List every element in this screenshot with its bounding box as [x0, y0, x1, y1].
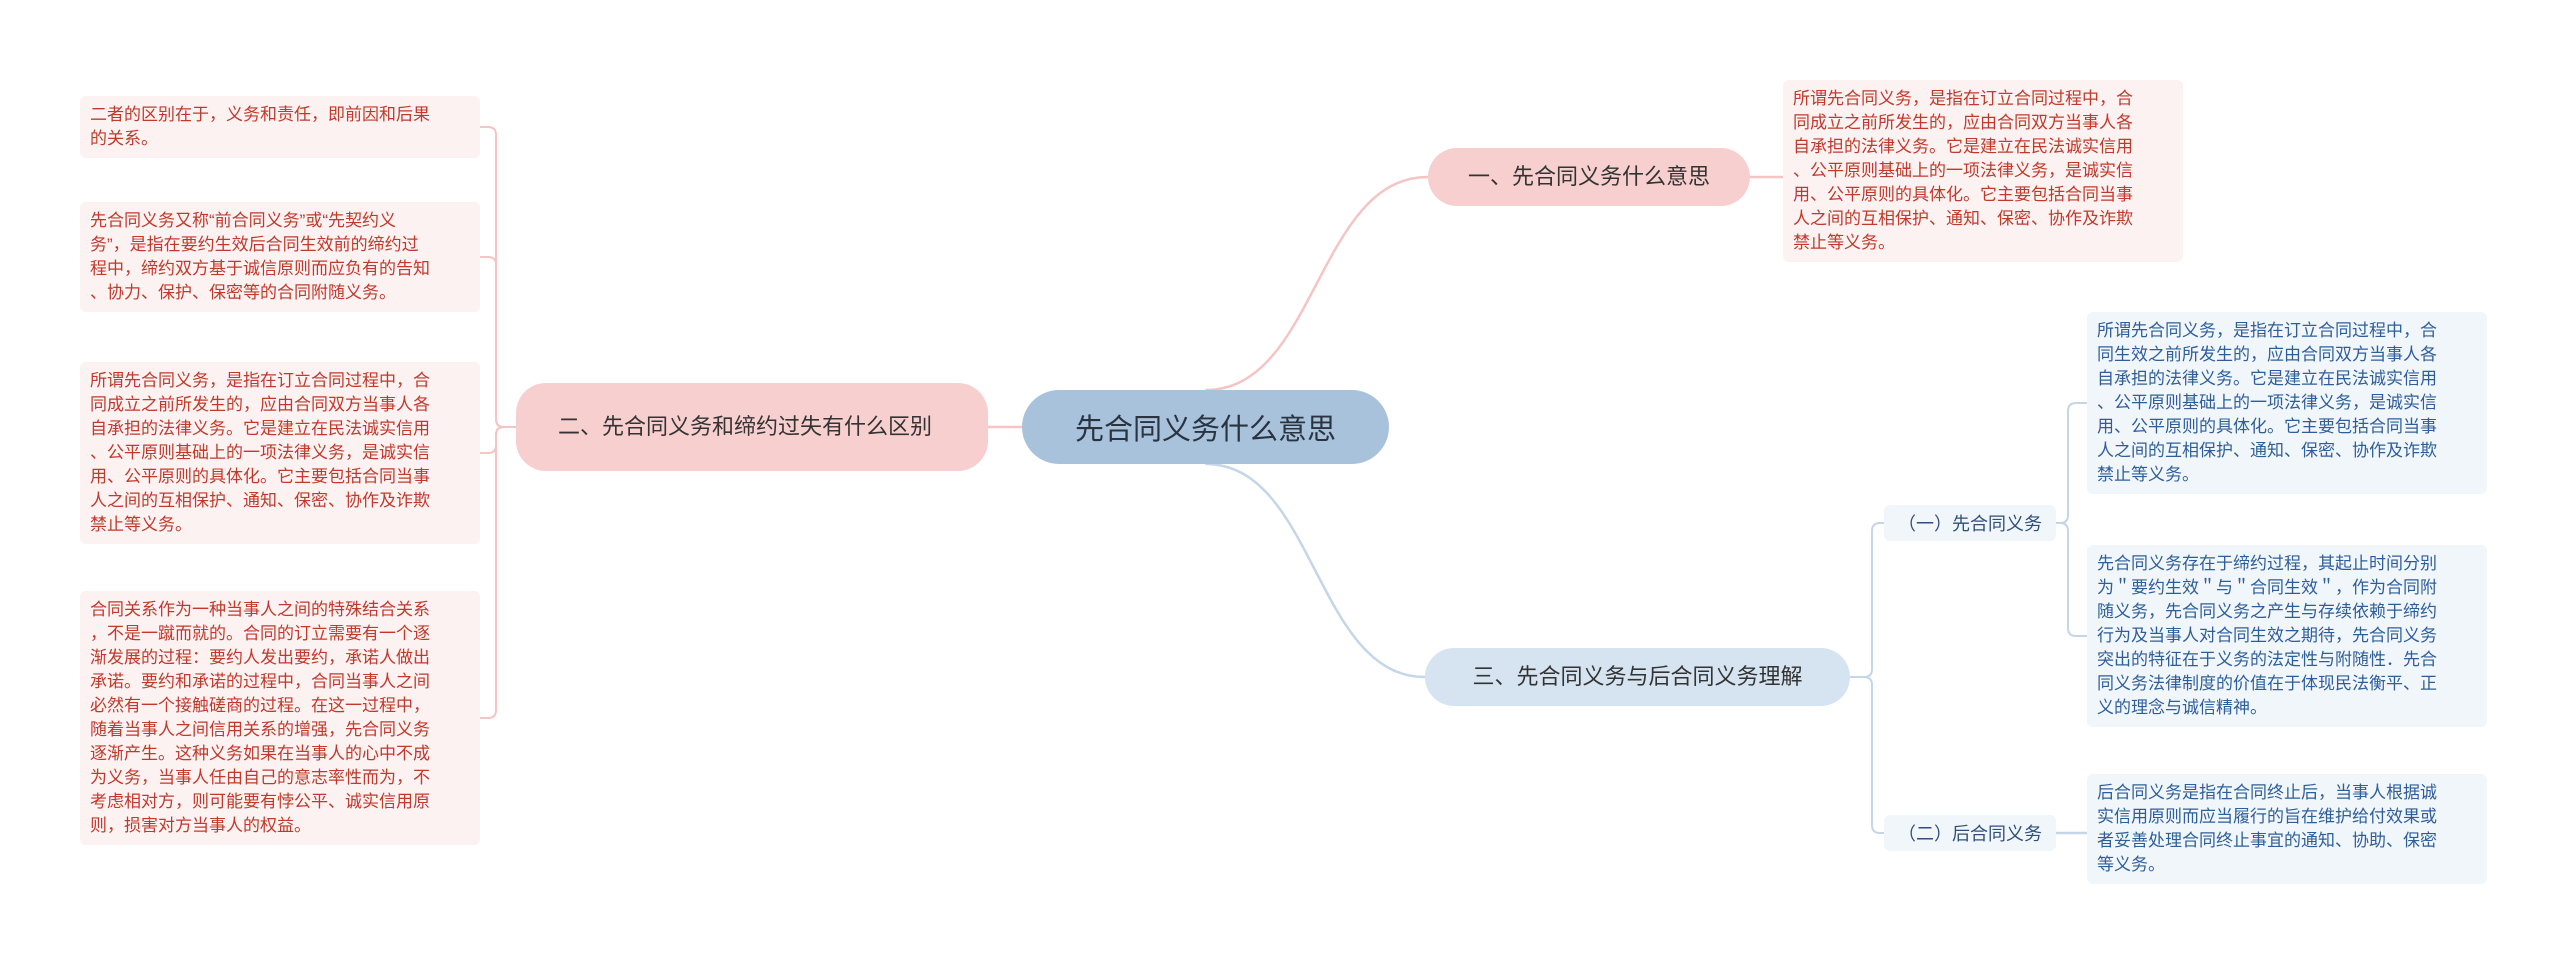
subtopic-postcontract-duty[interactable]: （二）后合同义务 — [1884, 815, 2056, 851]
link-sub1-leaf-0 — [2056, 402, 2087, 524]
leaf-definition-b2[interactable]: 所谓先合同义务，是指在订立合同过程中，合 同成立之前所发生的，应由合同双方当事人… — [80, 362, 480, 544]
branch-what-is-precontract-duty[interactable]: 一、先合同义务什么意思 — [1428, 148, 1750, 206]
root-topic-label: 先合同义务什么意思 — [1074, 414, 1336, 446]
leaf-difference[interactable]: 二者的区别在于，义务和责任，即前因和后果 的关系。 — [80, 96, 480, 158]
link-branch2-leaf-2 — [480, 426, 516, 454]
leaf-definition-s1[interactable]: 所谓先合同义务，是指在订立合同过程中，合 同生效之前所发生的，应由合同双方当事人… — [2087, 312, 2487, 494]
link-branch2-leaf-3 — [480, 426, 516, 719]
subtopic-label: （二）后合同义务 — [1898, 824, 2042, 844]
branch-difference-with-culpa-in-contrahendo[interactable]: 二、先合同义务和缔约过失有什么区别 — [516, 383, 988, 471]
subtopic-label: （一）先合同义务 — [1898, 514, 2042, 534]
leaf-definition-b1[interactable]: 所谓先合同义务，是指在订立合同过程中，合 同成立之前所发生的，应由合同双方当事人… — [1783, 80, 2183, 262]
root-topic[interactable]: 先合同义务什么意思 — [1022, 390, 1389, 464]
link-root-branch3 — [1205, 462, 1426, 679]
subtopic-precontract-duty[interactable]: （一）先合同义务 — [1884, 505, 2056, 541]
link-branch2-leaf-1 — [480, 256, 516, 428]
leaf-features-s1[interactable]: 先合同义务存在于缔约过程，其起止时间分别 为＂要约生效＂与＂合同生效＂，作为合同… — [2087, 545, 2487, 727]
branch-label: 三、先合同义务与后合同义务理解 — [1472, 664, 1803, 689]
leaf-definition-s2[interactable]: 后合同义务是指在合同终止后，当事人根据诚 实信用原则而应当履行的旨在维护给付效果… — [2087, 774, 2487, 884]
link-branch3-sub-1 — [1850, 676, 1884, 834]
link-branch2-leaf-0 — [480, 126, 516, 428]
link-sub1-leaf-1 — [2056, 522, 2087, 637]
leaf-also-called[interactable]: 先合同义务又称“前合同义务”或“先契约义 务”，是指在要约生效后合同生效前的缔约… — [80, 202, 480, 312]
branch-label: 一、先合同义务什么意思 — [1467, 164, 1710, 189]
link-root-branch1 — [1205, 175, 1429, 392]
branch-label: 二、先合同义务和缔约过失有什么区别 — [558, 414, 933, 439]
link-branch3-sub-0 — [1850, 522, 1884, 678]
leaf-contract-relation[interactable]: 合同关系作为一种当事人之间的特殊结合关系 ，不是一蹴而就的。合同的订立需要有一个… — [80, 591, 480, 845]
branch-pre-and-post-contract-duty[interactable]: 三、先合同义务与后合同义务理解 — [1425, 648, 1850, 706]
